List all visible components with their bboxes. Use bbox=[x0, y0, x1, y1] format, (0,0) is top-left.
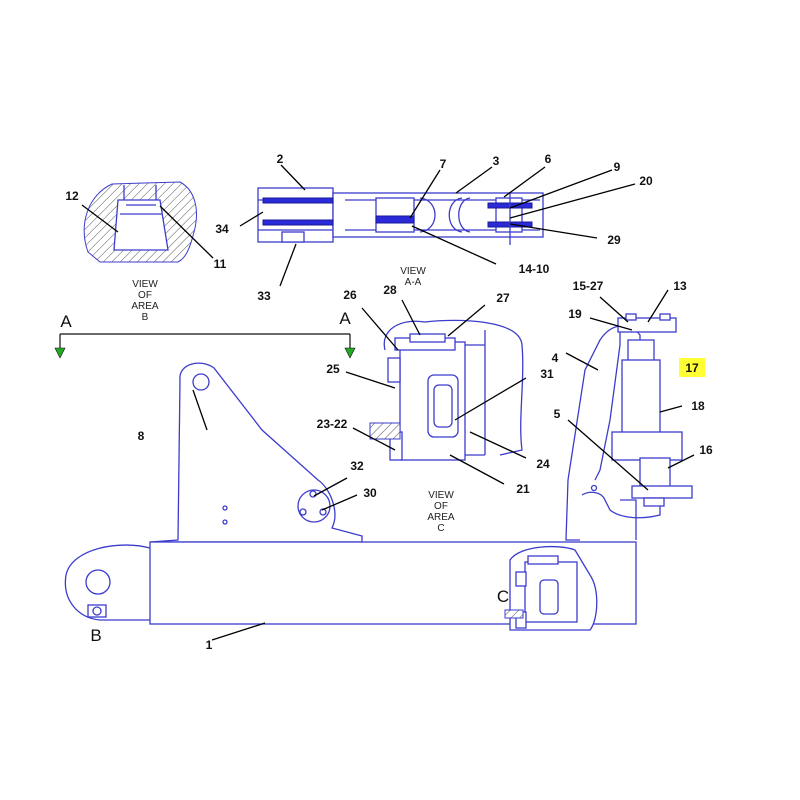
callout-26[interactable]: 26 bbox=[343, 288, 357, 302]
section-letter-b: B bbox=[90, 626, 101, 645]
callout-15-27[interactable]: 15-27 bbox=[573, 279, 604, 293]
view-caption-line: OF bbox=[434, 501, 448, 512]
leader-lines bbox=[81, 164, 695, 641]
view-caption-a-a: VIEW A-A bbox=[400, 266, 426, 288]
callout-8[interactable]: 8 bbox=[138, 429, 145, 443]
view-caption-line: AREA bbox=[427, 512, 455, 523]
view-caption-area-c: VIEW OF AREA C bbox=[427, 490, 455, 534]
callout-33[interactable]: 33 bbox=[257, 289, 271, 303]
callout-3[interactable]: 3 bbox=[493, 154, 500, 168]
callout-2[interactable]: 2 bbox=[277, 152, 284, 166]
callout-6[interactable]: 6 bbox=[545, 152, 552, 166]
view-caption-line: OF bbox=[138, 290, 152, 301]
callout-25[interactable]: 25 bbox=[326, 362, 340, 376]
callout-29[interactable]: 29 bbox=[607, 233, 621, 247]
view-caption-line: AREA bbox=[131, 301, 159, 312]
cylinder-assembly bbox=[565, 313, 693, 541]
view-caption-line: B bbox=[142, 312, 149, 323]
callout-labels: 1 2 3 4 5 6 7 8 9 11 12 13 14-10 15-27 1… bbox=[65, 152, 713, 652]
callout-27[interactable]: 27 bbox=[496, 291, 510, 305]
view-caption-area-b: VIEW OF AREA B bbox=[131, 279, 159, 323]
callout-23-22[interactable]: 23-22 bbox=[317, 417, 348, 431]
section-letters: A A B C bbox=[60, 309, 509, 645]
callout-18[interactable]: 18 bbox=[691, 399, 705, 413]
section-line-a-a bbox=[54, 333, 356, 359]
view-caption-line: VIEW bbox=[400, 266, 426, 277]
callout-34[interactable]: 34 bbox=[215, 222, 229, 236]
section-letter-a-left: A bbox=[60, 312, 72, 331]
view-caption-line: C bbox=[437, 523, 444, 534]
detail-view-area-b bbox=[83, 181, 197, 263]
highlight-marker bbox=[679, 358, 705, 377]
view-caption-line: VIEW bbox=[428, 490, 454, 501]
detail-view-area-c bbox=[504, 545, 598, 631]
detail-clamp-view bbox=[369, 319, 524, 461]
callout-21[interactable]: 21 bbox=[516, 482, 530, 496]
callout-12[interactable]: 12 bbox=[65, 189, 79, 203]
callout-30[interactable]: 30 bbox=[363, 486, 377, 500]
callout-19[interactable]: 19 bbox=[568, 307, 582, 321]
callout-13[interactable]: 13 bbox=[673, 279, 687, 293]
callout-32[interactable]: 32 bbox=[350, 459, 364, 473]
section-arrow-icon bbox=[54, 347, 66, 359]
callout-20[interactable]: 20 bbox=[639, 174, 653, 188]
detail-view-a-a bbox=[257, 187, 544, 245]
callout-7[interactable]: 7 bbox=[440, 157, 447, 171]
callout-31[interactable]: 31 bbox=[540, 367, 554, 381]
section-letter-a-right: A bbox=[339, 309, 351, 328]
view-caption-line: A-A bbox=[405, 277, 422, 288]
callout-11[interactable]: 11 bbox=[214, 257, 227, 271]
view-caption-line: VIEW bbox=[132, 279, 158, 290]
callout-14-10[interactable]: 14-10 bbox=[519, 262, 550, 276]
callout-1[interactable]: 1 bbox=[206, 638, 213, 652]
callout-9[interactable]: 9 bbox=[614, 160, 621, 174]
callout-17[interactable]: 17 bbox=[685, 361, 699, 375]
callout-4[interactable]: 4 bbox=[552, 351, 559, 365]
callout-28[interactable]: 28 bbox=[383, 283, 397, 297]
callout-24[interactable]: 24 bbox=[536, 457, 550, 471]
section-letter-c: C bbox=[497, 587, 509, 606]
callout-16[interactable]: 16 bbox=[699, 443, 713, 457]
section-arrow-icon bbox=[344, 347, 356, 359]
callout-5[interactable]: 5 bbox=[554, 407, 561, 421]
